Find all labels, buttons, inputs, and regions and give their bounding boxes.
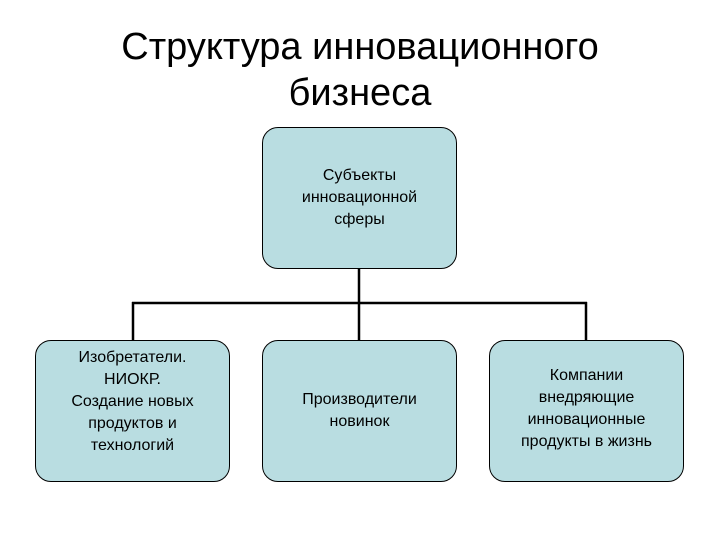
node-implementing-companies: Компании внедряющие инновационные продук… [489,340,684,482]
slide-title: Структура инновационного бизнеса [0,24,720,116]
node-text-line: инновационные [527,411,646,428]
node-text-line: новинок [329,413,390,430]
node-innovation-subjects: Субъекты инновационной сферы [262,127,457,269]
node-text-line: Производители [302,391,417,408]
node-text-line: Создание новых [71,393,194,410]
title-line-2: бизнеса [288,72,432,114]
node-text-line: инновационной [301,189,418,206]
node-text-line: продукты в жизнь [521,433,652,450]
node-text-line: продуктов и [88,415,177,432]
node-text-line: НИОКР. [104,371,161,388]
node-text-line: технологий [90,437,175,454]
node-text-line: Изобретатели. [78,349,187,366]
node-inventors: Изобретатели. НИОКР. Создание новых прод… [35,340,230,482]
node-text-line: внедряющие [538,389,635,406]
node-text-line: Субъекты [322,167,397,184]
node-producers: Производители новинок [262,340,457,482]
title-line-1: Структура инновационного [121,26,599,68]
node-text-line: Компании [549,367,624,384]
node-text-line: сферы [334,211,385,228]
